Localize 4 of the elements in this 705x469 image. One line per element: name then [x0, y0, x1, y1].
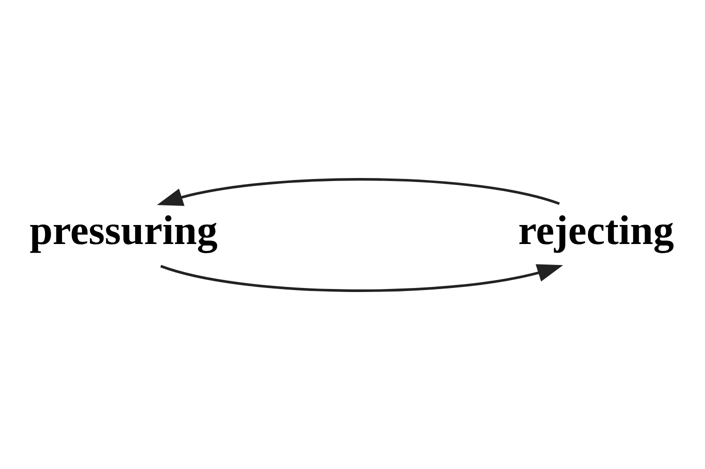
arrow — [157, 178, 560, 206]
arrow — [160, 264, 564, 292]
node-text: pressuring — [30, 206, 218, 252]
node-text: rejecting — [518, 206, 674, 252]
